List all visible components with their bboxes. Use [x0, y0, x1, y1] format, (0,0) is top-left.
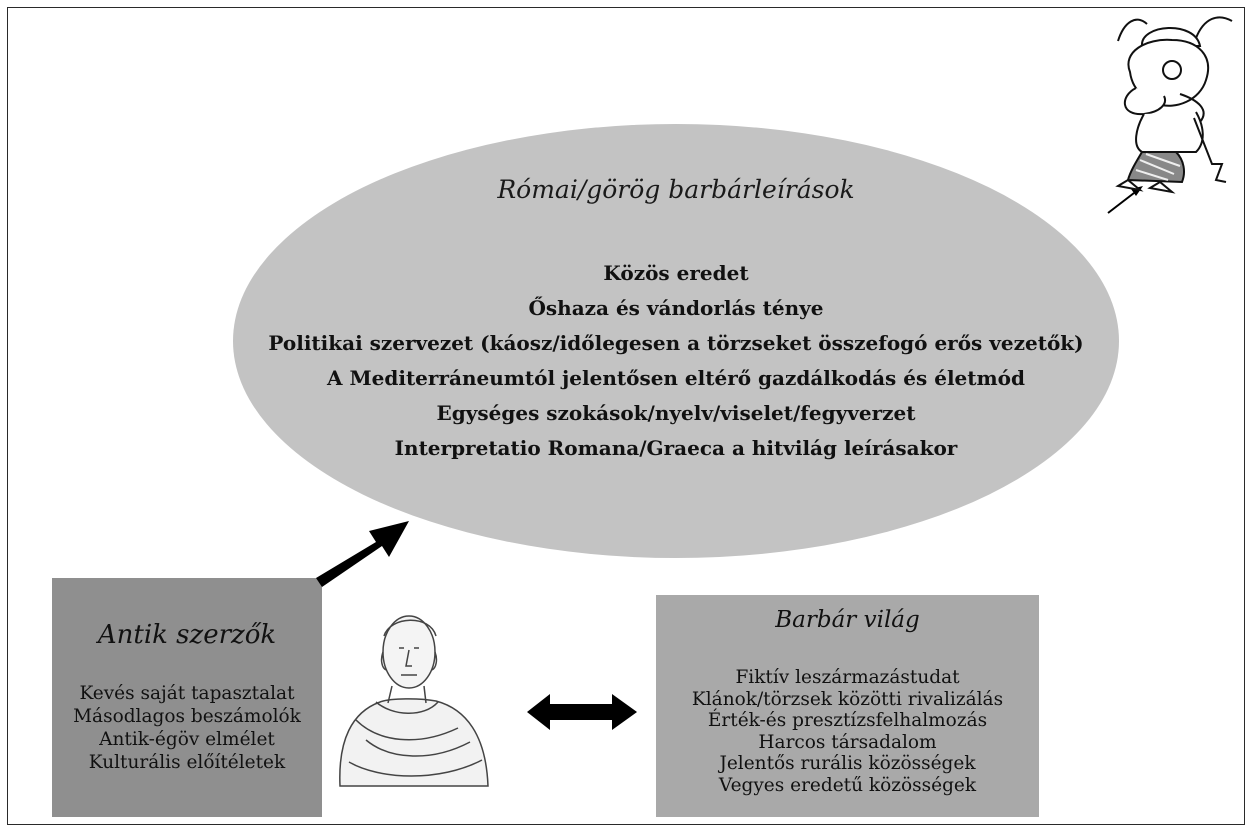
box-item: Fiktív leszármazástudat — [735, 667, 960, 688]
box-list: Kevés saját tapasztalat Másodlagos beszá… — [52, 682, 322, 774]
ellipse-item: Interpretatio Romana/Graeca a hitvilág l… — [394, 436, 958, 460]
box-item: Harcos társadalom — [758, 731, 937, 753]
box-item: Jelentős rurális közösségek — [719, 753, 976, 774]
double-arrow — [527, 694, 637, 730]
box-list: Fiktív leszármazástudat Klánok/törzsek k… — [656, 667, 1039, 796]
cartoon-gaul-warrior-illustration — [1115, 16, 1233, 194]
ellipse-item: Egységes szokások/nyelv/viselet/fegyverz… — [436, 401, 916, 425]
box-item: Kulturális előítéletek — [88, 752, 286, 773]
ellipse-list: Közös eredet Őshaza és vándorlás ténye P… — [233, 256, 1119, 466]
box-item: Antik-égöv elmélet — [99, 729, 275, 750]
ellipse-item: Közös eredet — [603, 261, 749, 285]
box-item: Vegyes eredetű közösségek — [718, 774, 977, 796]
box-item: Klánok/törzsek közötti rivalizálás — [691, 688, 1004, 710]
barbarian-world-box: Barbár világ Fiktív leszármazástudat Klá… — [656, 595, 1039, 817]
box-title: Barbár világ — [775, 607, 920, 633]
box-item: Érték-és presztízsfelhalmozás — [707, 710, 988, 731]
central-ellipse — [233, 124, 1119, 558]
ellipse-item: A Mediterráneumtól jelentősen eltérő gaz… — [327, 366, 1025, 390]
up-right-arrow — [316, 521, 409, 587]
ancient-authors-box: Antik szerzők Kevés saját tapasztalat Má… — [52, 578, 322, 817]
ellipse-item: Politikai szervezet (káosz/időlegesen a … — [268, 331, 1084, 355]
box-item: Kevés saját tapasztalat — [79, 683, 295, 704]
ellipse-item: Őshaza és vándorlás ténye — [528, 296, 824, 320]
box-title: Antik szerzők — [97, 620, 277, 650]
box-item: Másodlagos beszámolók — [73, 706, 301, 727]
ellipse-title: Római/görög barbárleírások — [497, 175, 855, 204]
roman-bust-illustration — [339, 615, 489, 787]
